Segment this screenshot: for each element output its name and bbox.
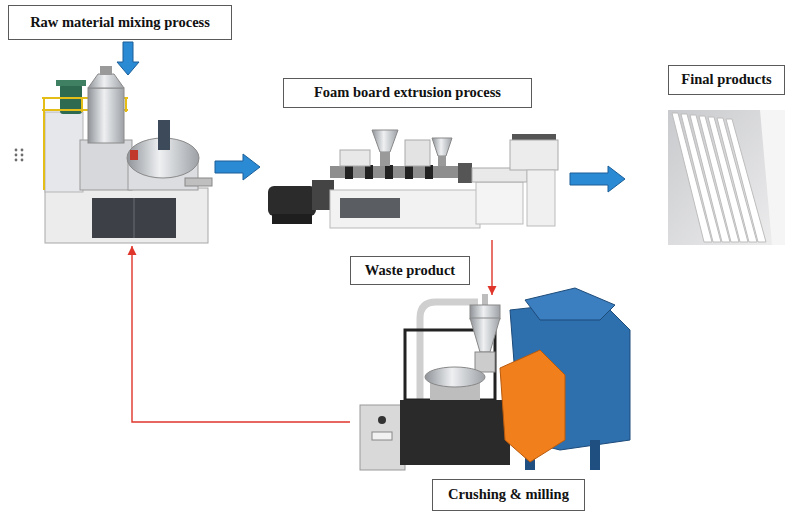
motor-foot xyxy=(272,214,312,224)
dot xyxy=(21,154,24,157)
flow-connector xyxy=(128,246,351,422)
dot xyxy=(15,159,18,162)
process-node: Raw material mixing process xyxy=(40,70,212,246)
crusher-leg xyxy=(590,440,600,470)
disc-housing xyxy=(425,367,485,387)
collector xyxy=(475,352,495,372)
plate xyxy=(372,432,392,440)
discharge-pipe xyxy=(185,178,212,186)
flow-connector xyxy=(488,240,497,295)
cutter-stand xyxy=(527,170,555,226)
board xyxy=(726,119,766,242)
barrel xyxy=(330,166,460,178)
hopper xyxy=(372,130,398,152)
flywheel-cover xyxy=(500,350,565,462)
photo-background xyxy=(668,110,785,245)
arrow-head xyxy=(488,286,497,295)
side-cabinet xyxy=(405,140,430,166)
dot xyxy=(15,149,18,152)
board-face xyxy=(760,110,785,245)
mixer-machine xyxy=(42,66,212,243)
tank-vent xyxy=(100,66,112,75)
process-label: Raw material mixing process xyxy=(8,5,232,40)
mill-motor xyxy=(400,400,510,465)
process-label: Foam board extrusion process xyxy=(283,78,532,108)
control-box xyxy=(360,405,405,470)
process-label: Final products xyxy=(668,65,785,95)
extruder-base xyxy=(330,190,480,228)
grid-dots xyxy=(15,149,24,162)
vent-pipe xyxy=(482,294,488,306)
mixer-base xyxy=(45,188,208,243)
base-window xyxy=(340,198,400,218)
connector-line xyxy=(132,246,350,422)
block-arrow xyxy=(215,154,260,180)
hopper-neck xyxy=(380,152,390,166)
panel-seam xyxy=(134,198,135,238)
dial xyxy=(378,416,386,424)
dot xyxy=(21,159,24,162)
hopper-neck xyxy=(438,156,446,166)
hopper xyxy=(432,138,452,156)
heater-bands xyxy=(345,165,433,179)
connector-line xyxy=(491,240,492,295)
control-cabinet xyxy=(45,112,83,192)
process-node: Final products xyxy=(668,110,785,245)
flow-connector xyxy=(215,154,260,180)
milling-machines xyxy=(360,288,630,470)
process-node: Foam board extrusion process xyxy=(265,125,560,240)
cyclone-top xyxy=(470,305,500,319)
dot xyxy=(21,149,24,152)
process-node: Crushing & milling xyxy=(350,295,640,475)
flow-connector xyxy=(570,166,625,192)
feed-arrow xyxy=(117,42,139,75)
process-label: Crushing & milling xyxy=(432,479,585,511)
die-head xyxy=(458,163,472,183)
drive-motor xyxy=(268,186,316,216)
tank-stand xyxy=(80,140,132,190)
cooler-motor xyxy=(158,120,170,150)
haul-off xyxy=(510,140,558,170)
edge-label: Waste product xyxy=(350,256,470,285)
hot-mixer-tank xyxy=(88,88,124,143)
motor-cap xyxy=(56,80,86,86)
tank-top xyxy=(88,74,124,88)
extrusion-line xyxy=(268,130,558,228)
cyclone xyxy=(470,318,500,352)
foam-boards xyxy=(668,110,785,245)
table-frame xyxy=(476,182,523,224)
dot xyxy=(15,154,18,157)
mixer-panel xyxy=(92,198,176,238)
crusher-hopper xyxy=(525,288,615,320)
feeder-box xyxy=(340,150,370,166)
arrow-head xyxy=(128,246,137,255)
block-arrow xyxy=(570,166,625,192)
valve xyxy=(130,150,138,160)
